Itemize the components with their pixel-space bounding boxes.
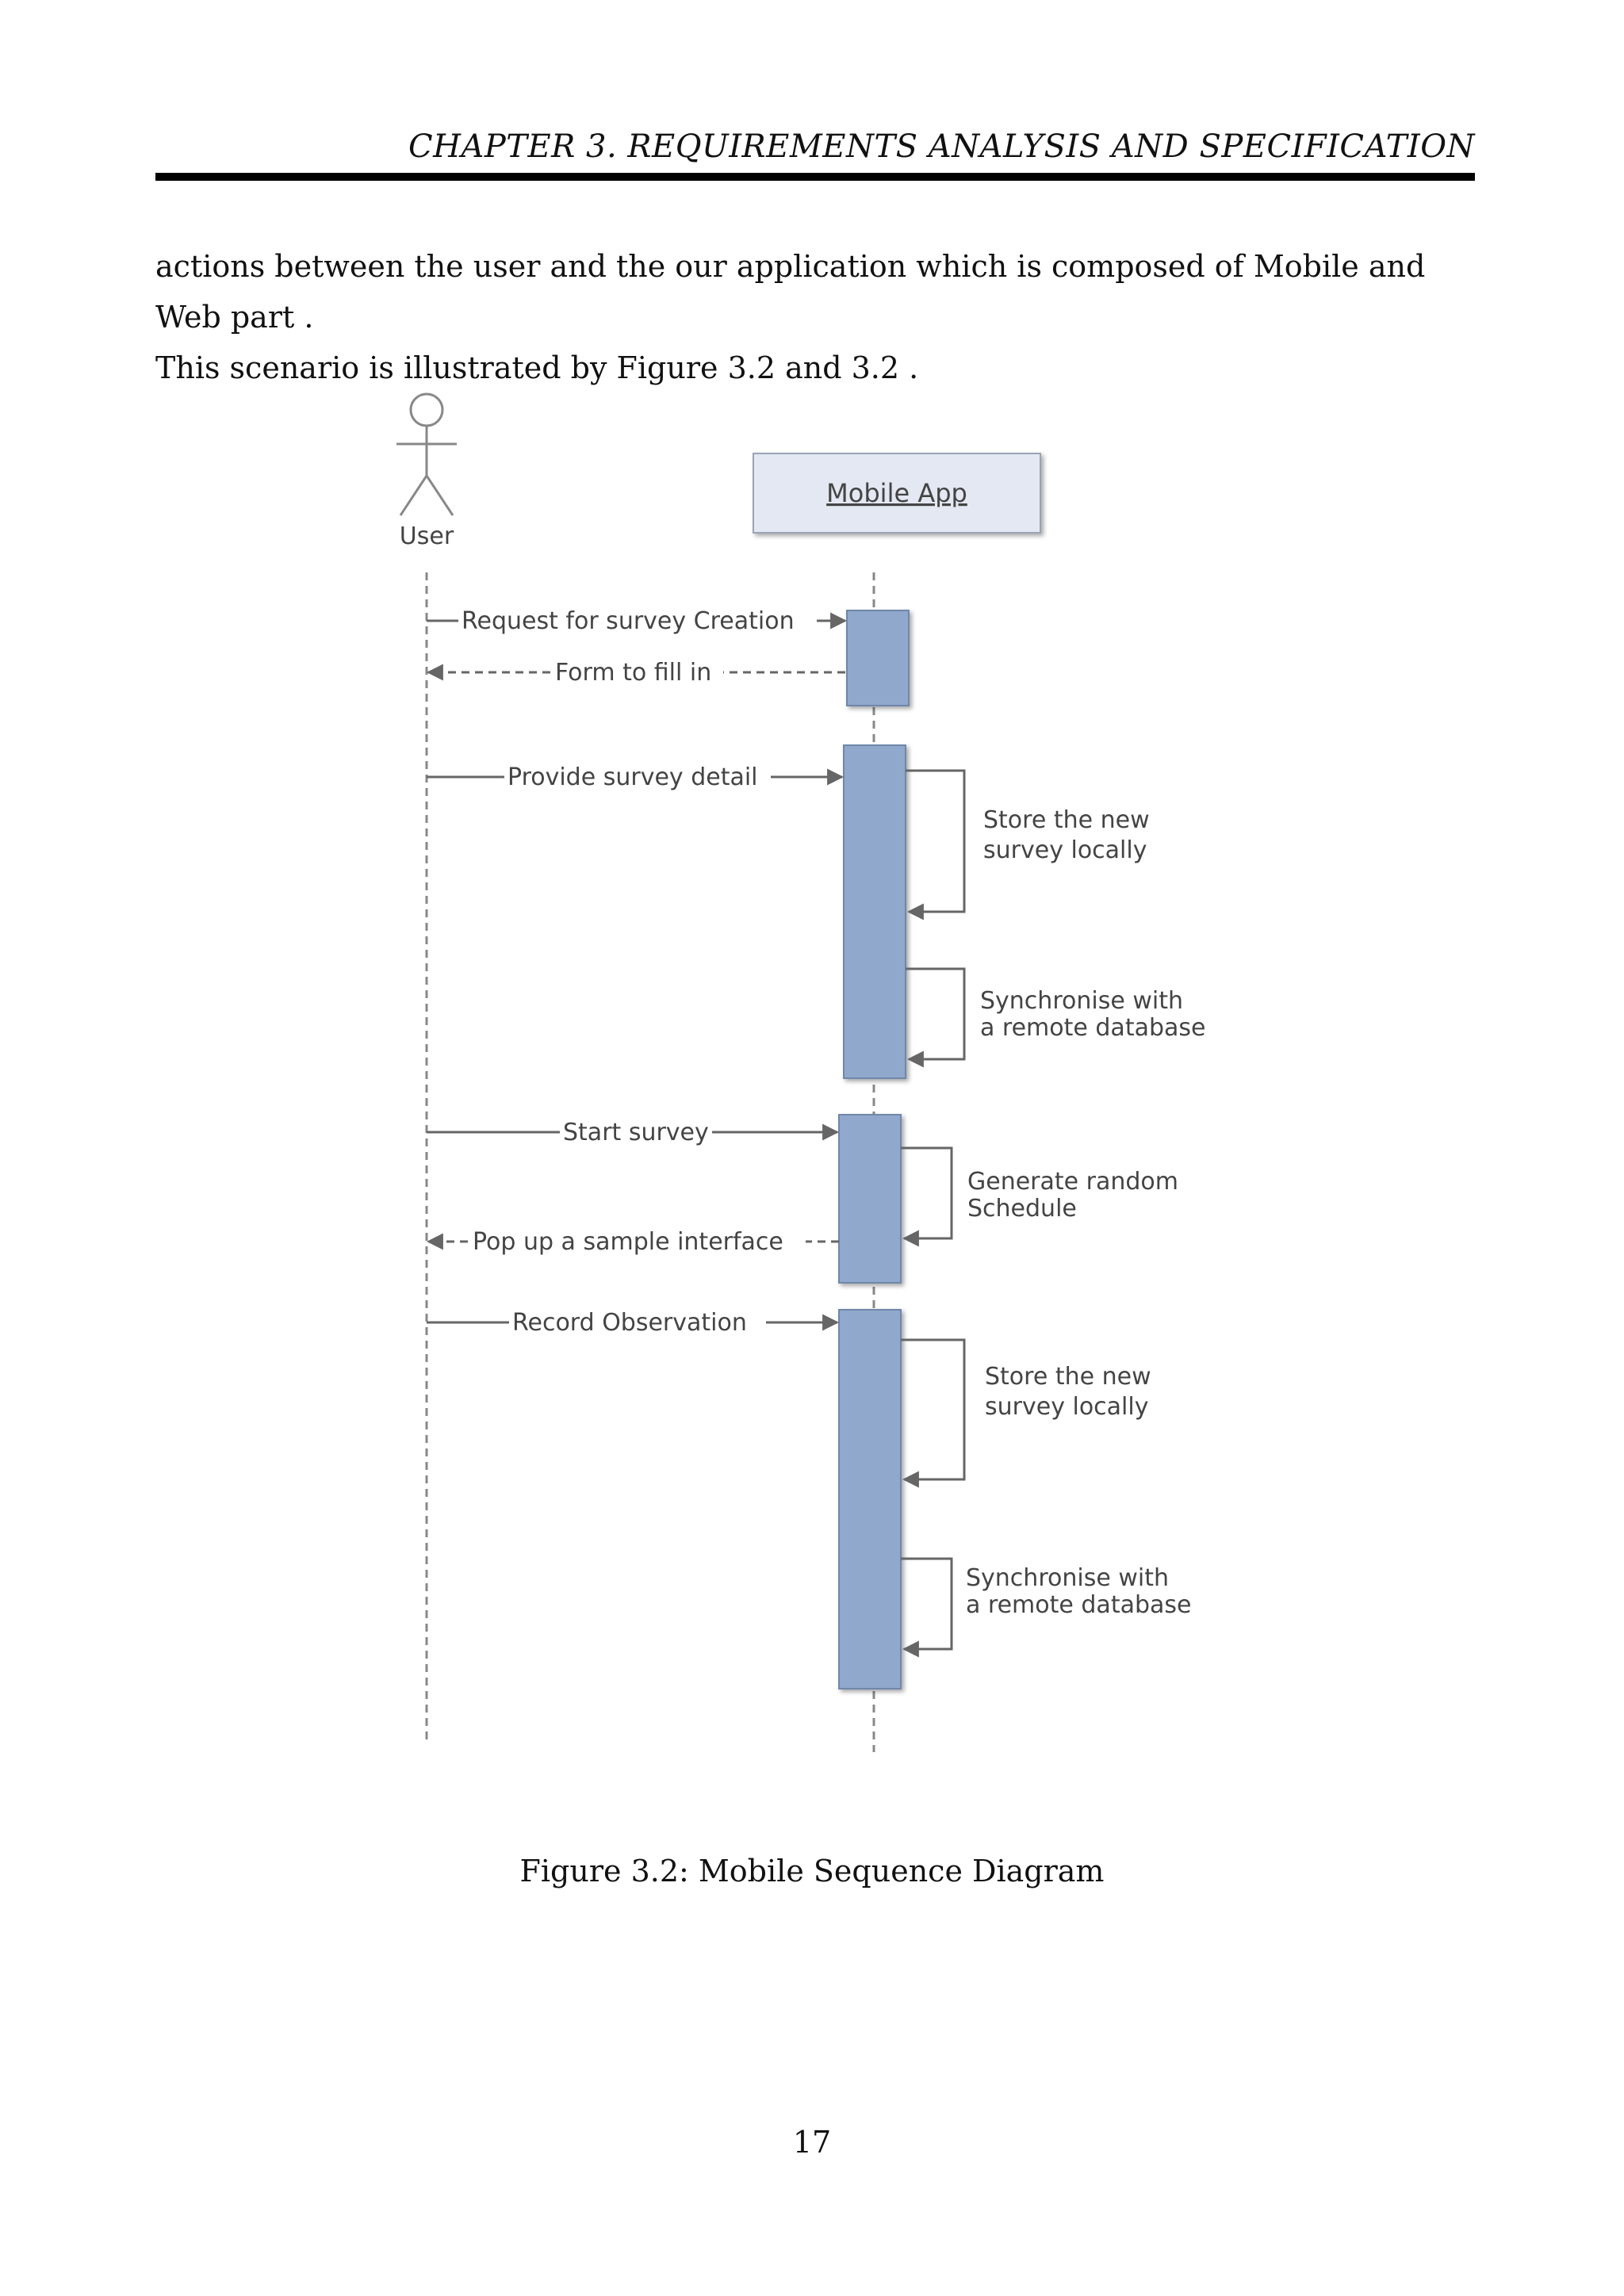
body-line-1: actions between the user and the our app… (155, 249, 1426, 335)
self-msg-1-arrow (906, 769, 966, 920)
user-actor-icon (396, 392, 457, 516)
lifeline-label: Mobile App (826, 478, 967, 508)
figure-caption: Figure 3.2: Mobile Sequence Diagram (519, 1854, 1105, 1888)
mobile-app-lifeline-box (753, 453, 1041, 534)
msg-5-label: Pop up a sample interface (473, 1228, 783, 1256)
self-msg-4-line-2: survey locally (985, 1393, 1148, 1421)
self-msg-3-line-1: Generate random (967, 1168, 1178, 1196)
self-msg-5-line-1: Synchronise with (966, 1564, 1169, 1592)
self-msg-1-line-1: Store the new (983, 806, 1150, 834)
self-msg-1-line-2: survey locally (983, 836, 1147, 864)
body-paragraph: actions between the user and the our app… (155, 241, 1475, 393)
running-header: CHAPTER 3. REQUIREMENTS ANALYSIS AND SPE… (408, 128, 1475, 165)
self-msg-4-arrow (901, 1338, 966, 1488)
self-msg-5-arrow (901, 1557, 953, 1658)
self-msg-2-line-2: a remote database (980, 1014, 1205, 1042)
self-msg-3-line-2: Schedule (967, 1195, 1077, 1223)
self-msg-2-line-1: Synchronise with (980, 987, 1183, 1015)
actor-label: User (400, 522, 454, 550)
header-rule (155, 173, 1475, 181)
activation-bar-4 (838, 1309, 902, 1689)
msg-2-label: Form to fill in (555, 659, 711, 687)
self-msg-2-arrow (906, 967, 966, 1068)
msg-1-label: Request for survey Creation (462, 607, 795, 635)
self-msg-5-line-2: a remote database (966, 1591, 1191, 1619)
activation-bar-2 (843, 744, 906, 1079)
page-number: 17 (792, 2125, 832, 2160)
msg-4-label: Start survey (563, 1119, 709, 1146)
self-msg-3-arrow (901, 1146, 953, 1247)
msg-3-label: Provide survey detail (508, 763, 758, 791)
sequence-diagram: User Mobile App Request for survey Creat… (396, 392, 1205, 1752)
activation-bar-1 (846, 610, 910, 706)
activation-bar-3 (838, 1114, 902, 1284)
self-msg-4-line-1: Store the new (985, 1363, 1151, 1391)
body-line-2: This scenario is illustrated by Figure 3… (155, 350, 919, 385)
msg-6-label: Record Observation (512, 1309, 747, 1337)
